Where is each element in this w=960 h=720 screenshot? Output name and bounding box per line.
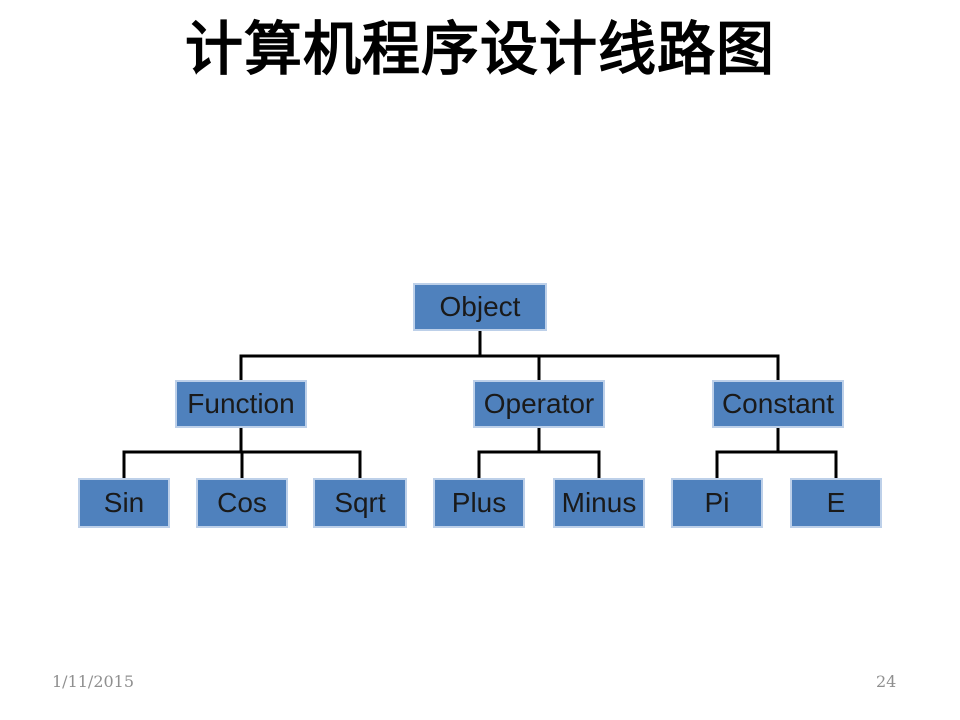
slide-footer-date: 1/11/2015 (52, 672, 135, 691)
tree-node-operator: Operator (473, 380, 605, 428)
tree-node-plus: Plus (433, 478, 525, 528)
tree-node-object: Object (413, 283, 547, 331)
tree-node-minus: Minus (553, 478, 645, 528)
tree-node-sqrt: Sqrt (313, 478, 407, 528)
slide-title: 计算机程序设计线路图 (184, 15, 775, 83)
slide-page-number: 24 (876, 672, 897, 691)
tree-node-pi: Pi (671, 478, 763, 528)
tree-node-e: E (790, 478, 882, 528)
tree-node-function: Function (175, 380, 307, 428)
tree-node-cos: Cos (196, 478, 288, 528)
tree-node-sin: Sin (78, 478, 170, 528)
tree-node-constant: Constant (712, 380, 844, 428)
